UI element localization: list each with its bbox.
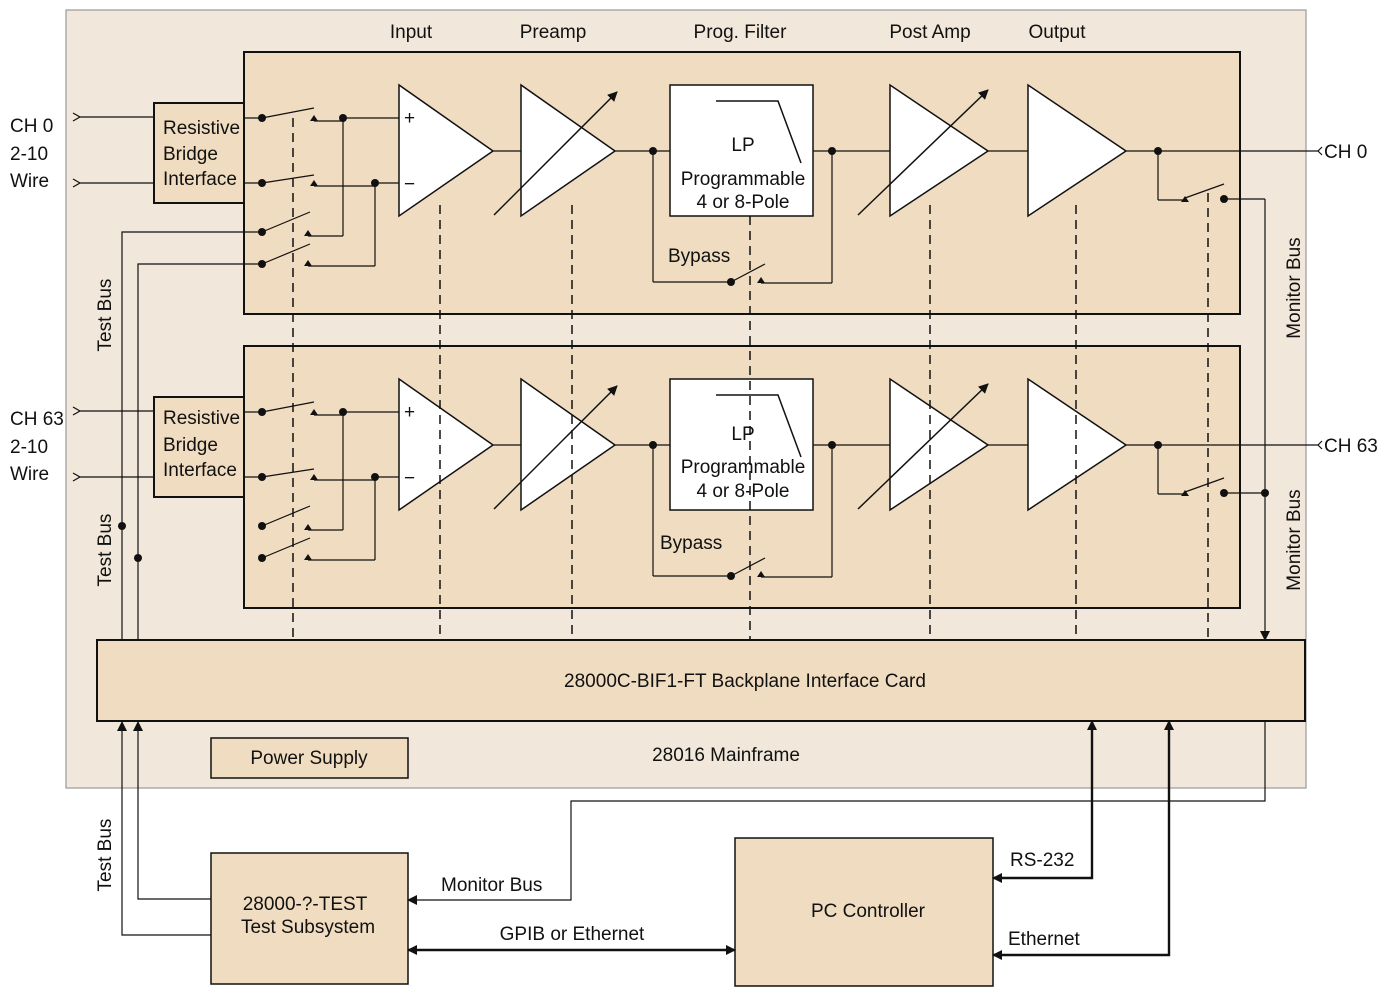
- gpib-label: GPIB or Ethernet: [500, 924, 645, 945]
- plus-sign: +: [404, 108, 415, 129]
- bridge-label: Resistive: [163, 118, 240, 139]
- ch0-input-label: 2-10: [10, 144, 48, 165]
- plus-sign: +: [404, 402, 415, 423]
- filter-poles: 4 or 8-Pole: [697, 481, 790, 502]
- test-bus-label: Test Bus: [95, 819, 116, 892]
- ch63-output-label: CH 63: [1324, 436, 1378, 457]
- ethernet-label: Ethernet: [1008, 929, 1081, 950]
- pc-controller-label: PC Controller: [811, 901, 926, 922]
- stage-output: Output: [1028, 22, 1086, 43]
- power-supply-box: [210, 737, 409, 779]
- monitor-bus-label: Monitor Bus: [1284, 237, 1305, 338]
- output-connectors: [1317, 146, 1323, 450]
- test-subsystem-box: [210, 852, 409, 985]
- test-bus-junction: [118, 522, 126, 530]
- bridge-label: Bridge: [163, 144, 218, 165]
- backplane-card: [96, 639, 1306, 722]
- monitor-bus-label: Monitor Bus: [1284, 489, 1305, 590]
- ch63-input-label: 2-10: [10, 437, 48, 458]
- stage-postamp: Post Amp: [889, 22, 970, 43]
- stage-input: Input: [390, 22, 433, 43]
- stage-filter: Prog. Filter: [694, 22, 788, 43]
- pc-controller-box: [734, 837, 994, 987]
- rs232-label: RS-232: [1010, 850, 1074, 871]
- filter-programmable: Programmable: [681, 457, 806, 478]
- power-supply-label: Power Supply: [250, 748, 368, 769]
- bridge-label: Bridge: [163, 435, 218, 456]
- test-bus-junction: [134, 554, 142, 562]
- external-wires: [117, 721, 1266, 936]
- filter-poles: 4 or 8-Pole: [697, 192, 790, 213]
- test-bus-wires: [121, 231, 262, 640]
- bypass-label: Bypass: [660, 533, 722, 554]
- data-links: [407, 720, 1174, 960]
- monitor-bus-junction: [1261, 489, 1269, 497]
- filter-programmable: Programmable: [681, 169, 806, 190]
- input-connectors: [72, 112, 82, 482]
- bypass-label: Bypass: [668, 246, 730, 267]
- ch0-input-label: Wire: [10, 171, 49, 192]
- minus-sign: −: [404, 174, 415, 195]
- mainframe-label: 28016 Mainframe: [652, 745, 800, 766]
- stage-preamp: Preamp: [520, 22, 587, 43]
- filter-lp: LP: [731, 424, 754, 445]
- test-bus-label: Test Bus: [95, 514, 116, 587]
- test-bus-label: Test Bus: [95, 279, 116, 352]
- ch0-output-label: CH 0: [1324, 142, 1367, 163]
- control-lines: [292, 118, 1209, 640]
- test-subsystem-label: Test Subsystem: [241, 917, 375, 938]
- monitor-bus-link-label: Monitor Bus: [441, 875, 542, 896]
- ch63-input-label: Wire: [10, 464, 49, 485]
- minus-sign: −: [404, 468, 415, 489]
- bridge-label: Resistive: [163, 408, 240, 429]
- ch63-input-label: CH 63: [10, 409, 64, 430]
- bridge-label: Interface: [163, 460, 237, 481]
- test-subsystem-label: 28000-?-TEST: [243, 894, 368, 915]
- bridge-label: Interface: [163, 169, 237, 190]
- ch0-input-label: CH 0: [10, 116, 53, 137]
- filter-lp: LP: [731, 135, 754, 156]
- backplane-label: 28000C-BIF1-FT Backplane Interface Card: [564, 671, 926, 692]
